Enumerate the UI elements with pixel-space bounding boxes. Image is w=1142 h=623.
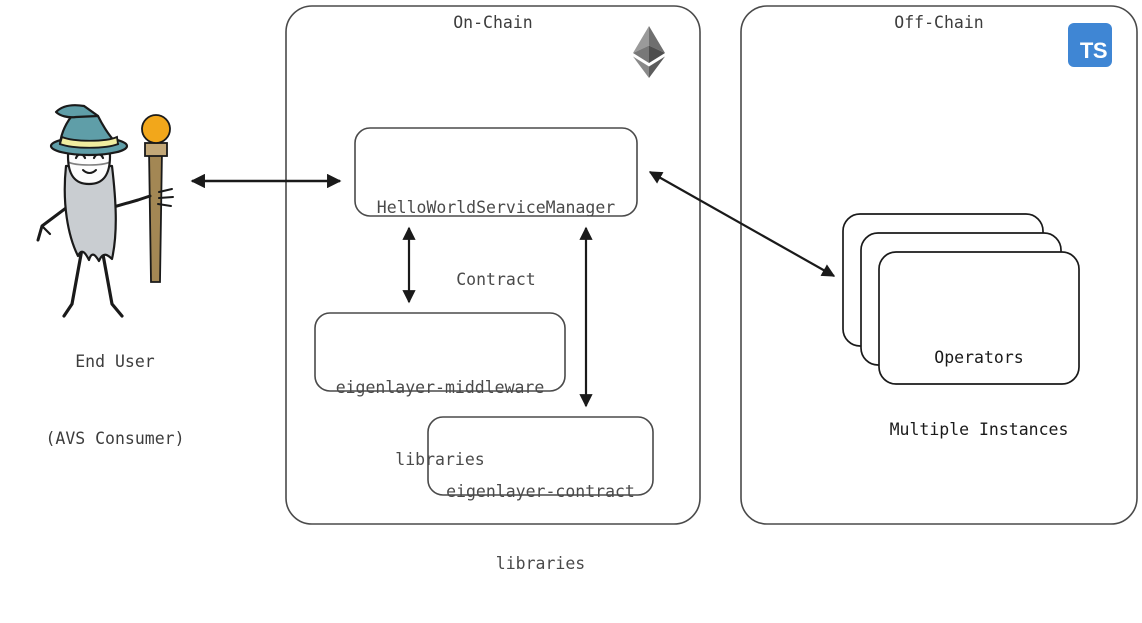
node-operators-stack — [842, 213, 1080, 385]
node-middleware-libraries — [314, 312, 566, 392]
node-middleware-libraries-box — [314, 312, 566, 392]
arrow-service-manager-to-operators — [648, 171, 836, 277]
end-user-caption: End User (AVS Consumer) — [0, 298, 230, 503]
wizard-avatar — [36, 104, 174, 318]
ethereum-icon — [633, 26, 665, 78]
node-contract-libraries — [427, 416, 654, 496]
end-user-caption-line2: (AVS Consumer) — [45, 428, 185, 448]
zone-title-on-chain: On-Chain — [453, 13, 533, 32]
node-contract-libraries-line2: libraries — [495, 553, 586, 573]
node-service-manager-box — [354, 127, 638, 217]
architecture-diagram: On-Chain Off-Chain TS HelloWorldServiceM… — [0, 5, 1138, 573]
end-user-caption-line1: End User — [75, 352, 155, 372]
typescript-icon: TS — [1068, 23, 1112, 67]
node-service-manager — [354, 127, 638, 217]
diagram-canvas — [36, 5, 1138, 525]
zone-title-off-chain: Off-Chain — [894, 13, 984, 32]
operators-stack-front — [878, 251, 1080, 385]
typescript-icon-label: TS — [1079, 38, 1108, 63]
node-contract-libraries-box — [427, 416, 654, 496]
